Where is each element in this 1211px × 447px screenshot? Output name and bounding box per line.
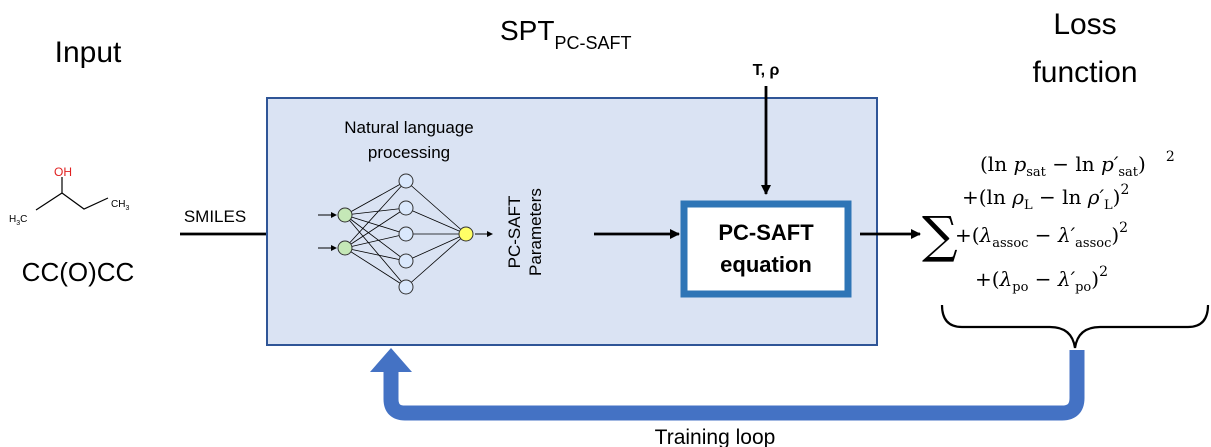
pcsaft-equation-line2: equation <box>720 252 812 277</box>
nn-connection <box>405 233 467 288</box>
nn-connection <box>405 233 467 262</box>
loss-title-line2: function <box>1032 56 1137 89</box>
molecule-structure: OH H3C CH3 <box>9 165 129 227</box>
loss-term-psat: (ln psat − ln p′sat)2 <box>980 149 1175 180</box>
nn-connection <box>344 233 407 249</box>
loss-term-assoc: +(λassoc − λ′assoc)2 <box>955 220 1128 251</box>
training-loop-arrow <box>383 350 1085 421</box>
input-title: Input <box>55 36 122 69</box>
nn-connection <box>344 180 407 216</box>
nn-connection <box>344 214 407 288</box>
h3c-label: H3C <box>9 214 27 227</box>
nn-input-node <box>337 207 353 223</box>
nn-connection <box>344 180 407 249</box>
loss-title-line1: Loss <box>1053 8 1116 41</box>
nn-hidden-node <box>398 200 414 216</box>
parameters-label-line2: Parameters <box>526 188 545 276</box>
nn-connection <box>344 214 407 235</box>
nn-connection <box>344 247 407 262</box>
training-loop-label: Training loop <box>655 426 776 447</box>
nn-connection <box>344 207 407 216</box>
summation-symbol: ∑ <box>922 206 958 264</box>
pcsaft-equation-line1: PC-SAFT <box>718 220 814 245</box>
smiles-string: CC(O)CC <box>22 257 135 287</box>
neural-network-icon <box>318 173 493 295</box>
pcsaft-equation-box <box>680 200 852 298</box>
ch3-label: CH3 <box>111 199 129 212</box>
nlp-label-line2: processing <box>368 143 450 162</box>
nlp-label-line1: Natural language <box>344 118 473 137</box>
parameters-label-line1: PC-SAFT <box>505 196 524 269</box>
model-title: SPTPC-SAFT <box>500 15 631 53</box>
oh-label: OH <box>54 165 72 179</box>
loss-term-density: +(ln ρL − ln ρ′L)2 <box>962 182 1129 213</box>
nn-connection <box>405 207 467 235</box>
t-rho-label: T, ρ <box>753 62 780 79</box>
nn-output-node <box>458 226 474 242</box>
training-loop-arrowhead <box>370 348 412 372</box>
nn-connection <box>344 247 407 288</box>
nn-hidden-node <box>398 253 414 269</box>
loss-term-polar: +(λpo − λ′po)2 <box>975 264 1108 295</box>
smiles-arrow-label: SMILES <box>184 207 246 226</box>
nn-connection <box>344 214 407 262</box>
nn-hidden-node <box>398 226 414 242</box>
nn-input-node <box>337 240 353 256</box>
nn-hidden-node <box>398 173 414 189</box>
nn-connection <box>344 207 407 249</box>
nn-connection <box>405 180 467 235</box>
nn-hidden-node <box>398 279 414 295</box>
curly-brace <box>940 304 1210 349</box>
parameters-label: PC-SAFT Parameters <box>505 188 545 276</box>
